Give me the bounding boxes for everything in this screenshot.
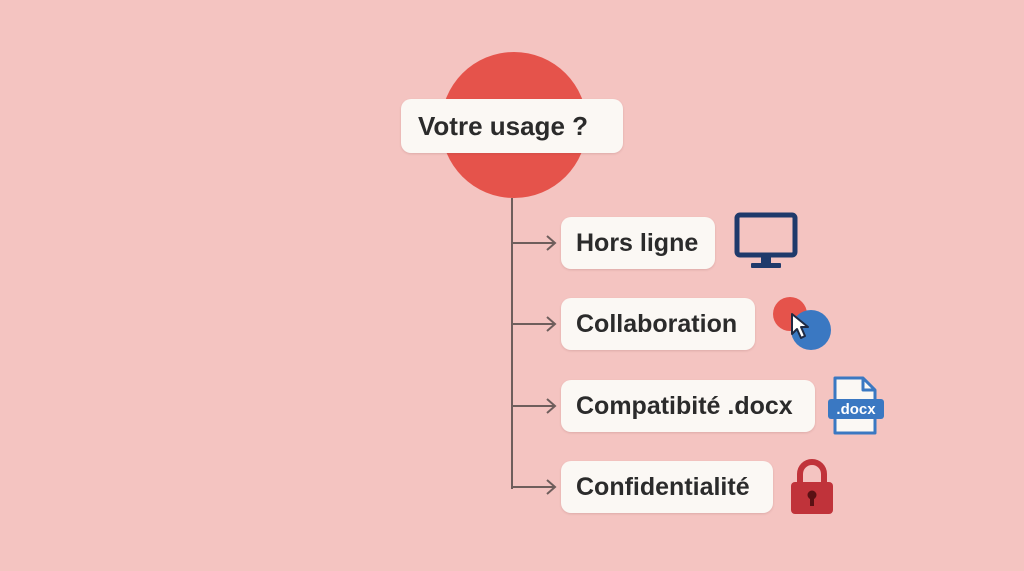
option-collaboration: Collaboration (561, 298, 755, 350)
branch-arrow-2 (512, 316, 557, 332)
option-offline: Hors ligne (561, 217, 715, 269)
branch-arrow-4 (512, 479, 557, 495)
monitor-icon (734, 212, 798, 268)
docx-icon-text: .docx (836, 401, 876, 418)
padlock-icon (791, 459, 833, 514)
option-docx-compatibility: Compatibité .docx (561, 380, 815, 432)
docx-file-icon: .docx (828, 376, 884, 435)
option-confidentiality: Confidentialité (561, 461, 773, 513)
collaboration-cursor-icon (773, 297, 831, 350)
branch-arrow-1 (512, 235, 557, 251)
root-question-label: Votre usage ? (401, 99, 623, 153)
branch-arrow-3 (512, 398, 557, 414)
